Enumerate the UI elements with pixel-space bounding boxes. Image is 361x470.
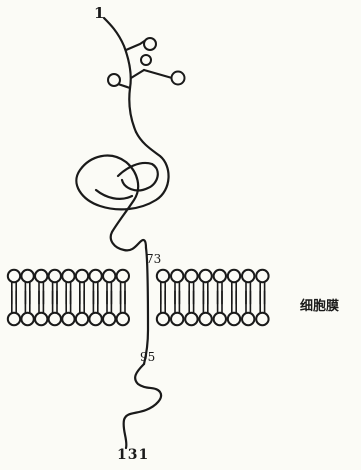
extracellular-domain [76, 132, 168, 250]
lipid-head [49, 270, 61, 282]
sugar-residue-1 [144, 38, 156, 50]
residue-73-label: 73 [146, 253, 161, 265]
lipid-head [49, 313, 61, 325]
cell-membrane-label: 细胞膜 [300, 300, 339, 313]
lipid-head [185, 270, 197, 282]
n-terminal-chain [104, 18, 136, 132]
lipid-head [117, 270, 129, 282]
lipid-head [35, 270, 47, 282]
lipid-head [214, 270, 226, 282]
lipid-bilayer-left [8, 270, 129, 325]
lipid-head [157, 270, 169, 282]
sugar-branch-3 [144, 70, 172, 78]
sugar-residue-3 [172, 72, 185, 85]
lipid-head [185, 313, 197, 325]
sugar-branch-1 [126, 40, 146, 50]
lipid-head [21, 270, 33, 282]
sugar-branch-4 [118, 84, 130, 88]
lipid-head [8, 313, 20, 325]
lipid-head [103, 313, 115, 325]
lipid-head [228, 270, 240, 282]
lipid-head [117, 313, 129, 325]
lipid-head [76, 313, 88, 325]
lipid-head [89, 270, 101, 282]
lipid-head [62, 313, 74, 325]
domain-inner-loop-2 [96, 190, 132, 199]
lipid-head [157, 313, 169, 325]
lipid-head [35, 313, 47, 325]
lipid-head [103, 270, 115, 282]
lipid-head [199, 313, 211, 325]
lipid-head [76, 270, 88, 282]
sugar-branch-2 [131, 70, 144, 78]
lipid-bilayer-right [157, 270, 269, 325]
lipid-head [214, 313, 226, 325]
lipid-head [256, 270, 268, 282]
lipid-head [242, 313, 254, 325]
lipid-head [199, 270, 211, 282]
lipid-head [256, 313, 268, 325]
n-terminus-label: 1 [94, 6, 104, 21]
lipid-head [242, 270, 254, 282]
lipid-head [89, 313, 101, 325]
lipid-head [171, 270, 183, 282]
lipid-head [228, 313, 240, 325]
lipid-head [171, 313, 183, 325]
c-terminus-label: 131 [117, 448, 149, 462]
cytoplasmic-tail [124, 364, 161, 448]
sugar-residue-4 [108, 74, 120, 86]
residue-95-label: 95 [140, 351, 155, 363]
lipid-head [8, 270, 20, 282]
sugar-residue-2 [141, 55, 151, 65]
lipid-head [21, 313, 33, 325]
lipid-head [62, 270, 74, 282]
